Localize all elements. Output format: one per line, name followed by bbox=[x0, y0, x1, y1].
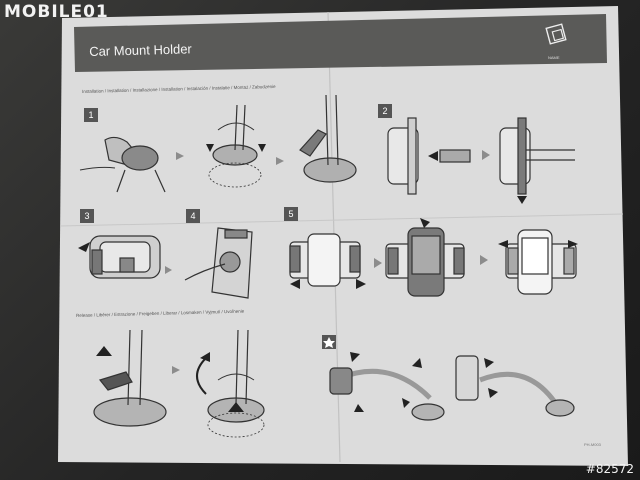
gooseneck-illustration bbox=[329, 355, 575, 421]
leaflet-paper bbox=[58, 6, 628, 466]
gooseneck-arrows bbox=[350, 352, 498, 412]
step-4-number: 4 bbox=[190, 211, 196, 221]
step-1-illustration bbox=[79, 136, 166, 193]
step-2-illustration bbox=[387, 117, 575, 195]
step-1-box bbox=[84, 108, 98, 122]
step-1b-illustration bbox=[208, 104, 262, 188]
step-1-number: 1 bbox=[88, 110, 94, 120]
step-3-illustration bbox=[89, 235, 161, 279]
step-3-box bbox=[80, 209, 94, 223]
fold-line-horizontal bbox=[59, 213, 624, 227]
step-3-arrow bbox=[78, 242, 90, 252]
brand-logo-text: NAME bbox=[548, 55, 560, 60]
step-2-arrows bbox=[428, 151, 527, 204]
step-4-box bbox=[186, 209, 200, 223]
leaflet-header-band bbox=[74, 14, 607, 72]
watermark-id: #82572 bbox=[585, 462, 634, 476]
product-code: PH-M003 bbox=[584, 442, 601, 447]
step-5-illustration bbox=[289, 227, 577, 297]
watermark-brand: MOBILE01 bbox=[4, 2, 109, 22]
step-2-number: 2 bbox=[382, 106, 388, 116]
step-1-arrows bbox=[206, 144, 266, 152]
step-4-illustration bbox=[184, 227, 253, 299]
star-icon bbox=[323, 337, 335, 348]
step-5-number: 5 bbox=[288, 209, 294, 219]
step-5-box bbox=[284, 207, 298, 221]
step-1c-illustration bbox=[299, 94, 357, 183]
step-5-arrows bbox=[290, 218, 578, 289]
leaflet-title: Car Mount Holder bbox=[89, 41, 192, 59]
release-arrows bbox=[96, 346, 244, 412]
step-3-number: 3 bbox=[84, 211, 90, 221]
brand-logo-icon bbox=[545, 23, 567, 45]
step-2-box bbox=[378, 104, 392, 118]
process-arrows bbox=[165, 150, 490, 374]
